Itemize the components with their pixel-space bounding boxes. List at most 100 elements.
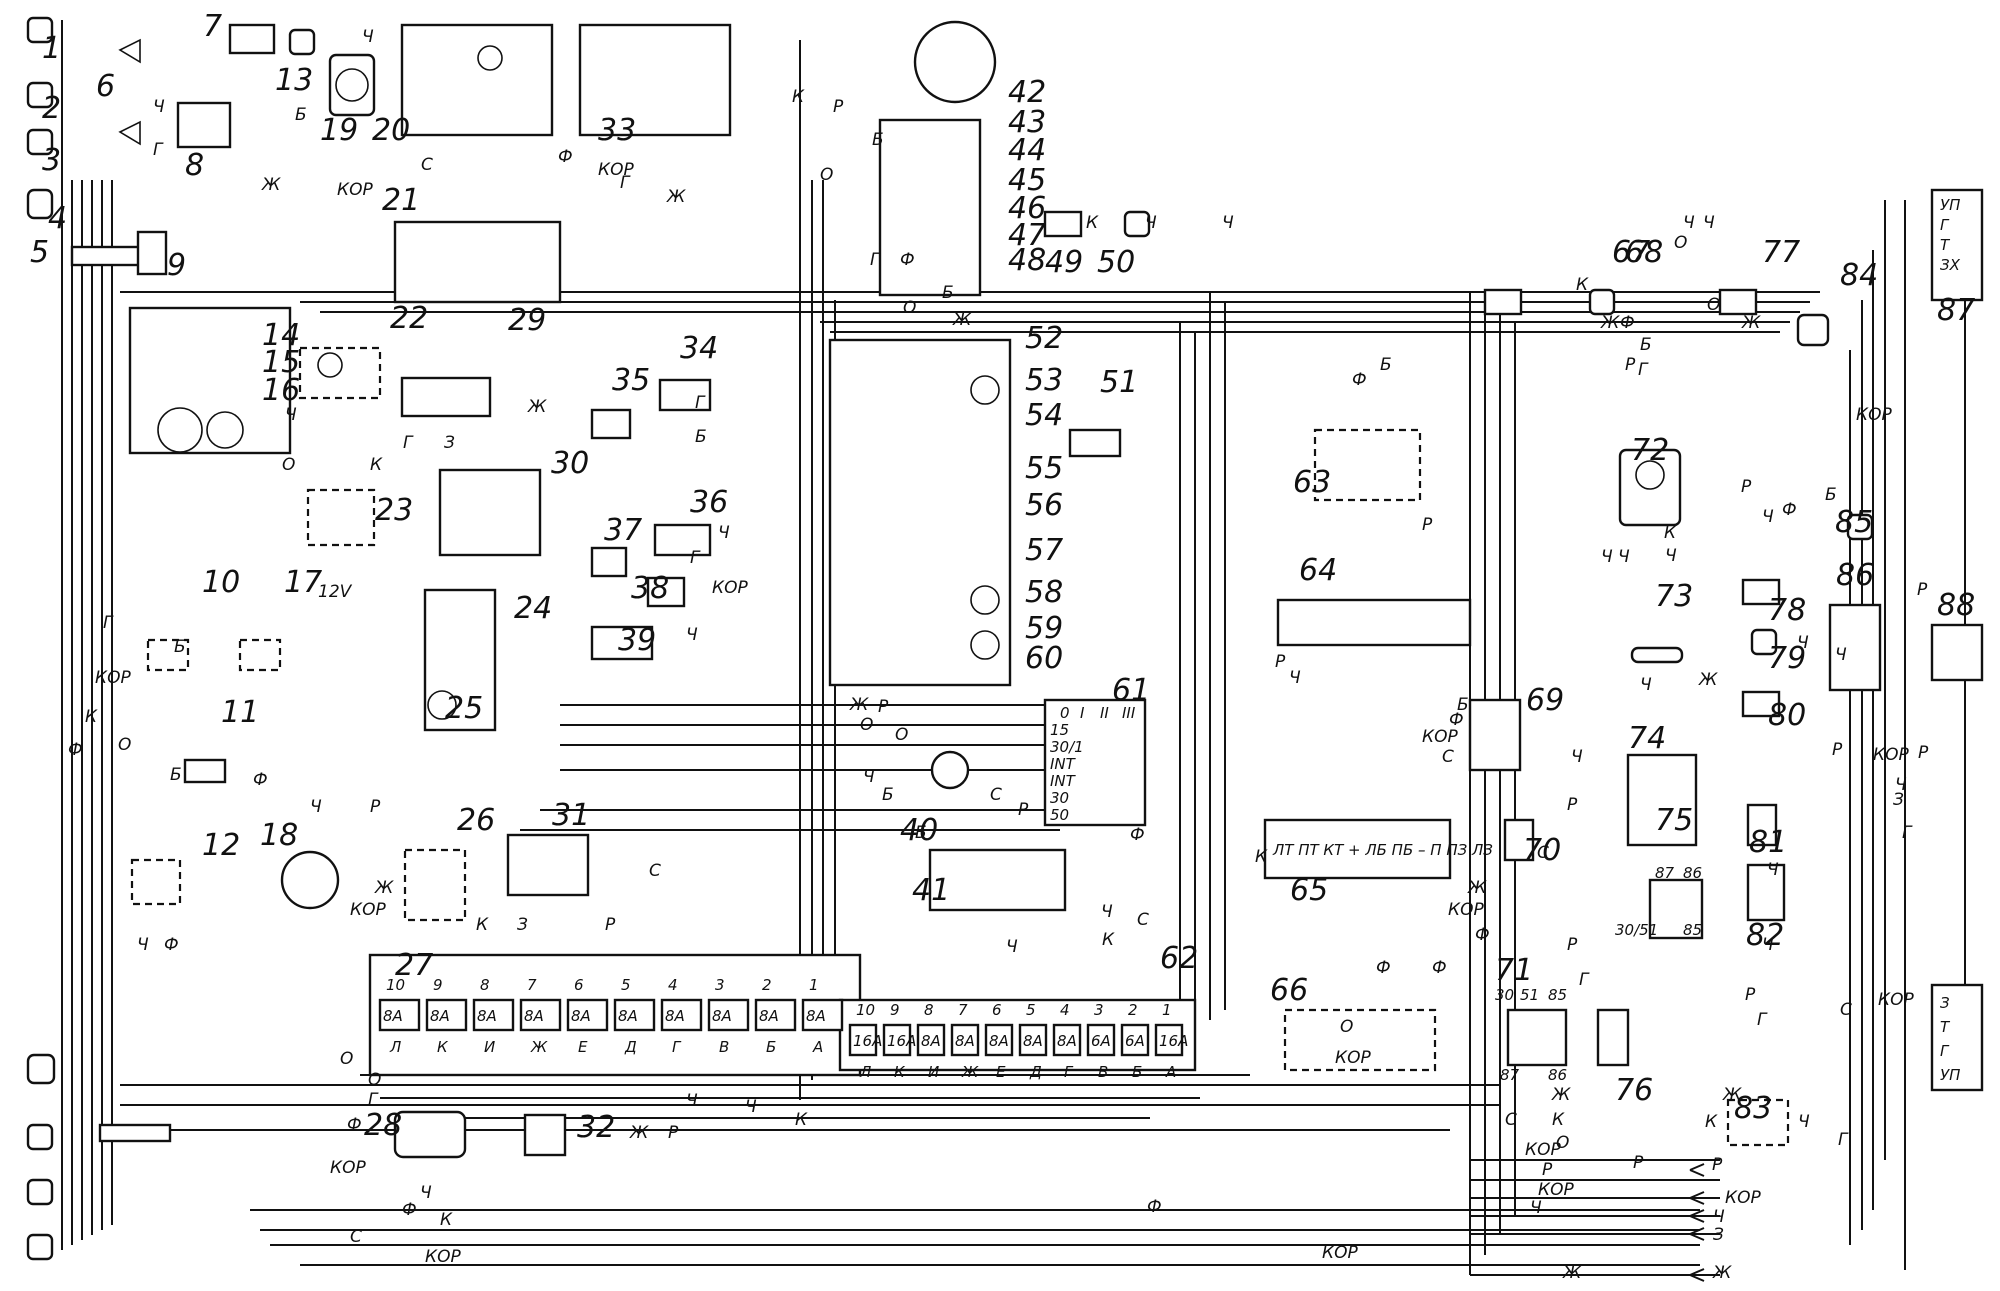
wire-color-label: Г	[1638, 360, 1649, 380]
wire-color-label: Ф	[1432, 958, 1447, 978]
connector-pin: Г	[1940, 216, 1950, 234]
wire-color-label: О	[1340, 1017, 1353, 1037]
connector-bottom-right-labels: З Т Г УП	[1940, 994, 1960, 1084]
wire-color-label: КОР	[425, 1247, 461, 1267]
wire-color-label: О	[903, 298, 916, 318]
component-number: 71	[1495, 953, 1533, 988]
wire-color-label: Ф	[1130, 825, 1145, 845]
wire-color-label: К	[1102, 930, 1115, 950]
component-number: 61	[1112, 673, 1150, 708]
wire-color-label: Ж	[629, 1123, 649, 1143]
wire-color-label: Ф	[347, 1115, 362, 1135]
component-number: 7	[203, 9, 222, 44]
fuse-rating: 8A	[989, 1032, 1009, 1050]
wire-color-label: Б	[915, 823, 927, 843]
wire-color-label: Ч	[153, 97, 165, 117]
component-number: 68	[1625, 235, 1663, 270]
wire-color-label: Ч	[420, 1183, 432, 1203]
fuse-pin-number: 5	[1026, 1001, 1036, 1019]
wire-color-label: К	[1576, 275, 1589, 295]
wire-color-label: КОР	[95, 668, 131, 688]
switch-61-terminal: 15	[1050, 721, 1069, 739]
fuse-rating: 6A	[1091, 1032, 1111, 1050]
wire-color-label: Г	[870, 250, 881, 270]
fuse-pin-number: 1	[809, 976, 819, 994]
component-number: 41	[912, 873, 950, 908]
wire-color-label: Б	[1380, 355, 1392, 375]
component-number: 42	[1008, 75, 1046, 110]
connector-pin: ЗХ	[1940, 256, 1961, 274]
component-number: 14	[262, 318, 300, 353]
component-number: 37	[604, 513, 642, 548]
wire-color-label: Ж	[1741, 313, 1761, 333]
wire-color-label: Ф	[900, 250, 915, 270]
component-number: 57	[1025, 533, 1063, 568]
fuse-terminal-letter: Д	[1029, 1063, 1042, 1081]
wire-color-label: Ч	[310, 797, 322, 817]
wire-color-label: К	[1552, 1110, 1565, 1130]
component-number: 3	[42, 143, 61, 178]
fuse-terminal-letter: Б	[1132, 1063, 1142, 1081]
component-number: 9	[167, 248, 186, 283]
wire-color-label: Б	[872, 130, 884, 150]
wire-color-label: Б	[695, 427, 707, 447]
wire-color-label: Р	[1917, 580, 1928, 600]
wire-color-label: Ф	[402, 1200, 417, 1220]
wire-color-label: Г	[403, 433, 414, 453]
wire-color-label: Ж	[1698, 670, 1718, 690]
component-number: 72	[1631, 433, 1669, 468]
wire-color-label: Р	[668, 1123, 679, 1143]
component-number: 82	[1746, 918, 1784, 953]
wire-color-label: КОР	[1538, 1180, 1574, 1200]
component-number: 80	[1768, 698, 1806, 733]
component-number: 28	[364, 1108, 402, 1143]
wire-color-label: Ж	[1712, 1263, 1732, 1283]
fuse-terminal-letter: А	[1165, 1063, 1176, 1081]
wire-color-label: КОР	[350, 900, 386, 920]
component-number: 77	[1762, 235, 1800, 270]
wire-color-label: Р	[1633, 1153, 1644, 1173]
component-number: 55	[1025, 451, 1063, 486]
fuse-box-labels: 108AЛ98AК88AИ78AЖ68AЕ58AД48AГ38AВ28AБ18A…	[378, 976, 1188, 1081]
wire-color-label: С	[990, 785, 1002, 805]
fuse-pin-number: 5	[621, 976, 631, 994]
fuse-rating: 8A	[571, 1007, 591, 1025]
fuse-rating: 8A	[665, 1007, 685, 1025]
component-number: 76	[1615, 1073, 1653, 1108]
wire-color-label: Р	[1018, 800, 1029, 820]
wire-color-label: КОР	[1335, 1048, 1371, 1068]
switch-61-pos: I	[1080, 704, 1085, 722]
component-number: 59	[1025, 611, 1063, 646]
wire-color-label: С	[421, 155, 433, 175]
wire-color-label: Ж	[1722, 1085, 1742, 1105]
wire-color-label: Ф	[1620, 313, 1635, 333]
fuse-pin-number: 3	[1094, 1001, 1104, 1019]
fuse	[1120, 1023, 1150, 1057]
wire-color-label: Р	[1832, 740, 1843, 760]
component-number: 44	[1008, 133, 1046, 168]
wire-color-label: Ч	[1683, 213, 1695, 233]
wire-color-label: Р	[605, 915, 616, 935]
fuse-rating: 16A	[1159, 1032, 1188, 1050]
fuse-terminal-letter: Л	[389, 1038, 401, 1056]
component-number: 48	[1008, 243, 1046, 278]
fuse-pin-number: 9	[433, 976, 443, 994]
wire-color-label: Р	[370, 797, 381, 817]
wire-color-label: С	[350, 1227, 362, 1247]
wire-color-label: Ф	[558, 147, 573, 167]
component-number: 29	[508, 303, 546, 338]
wire-color-label: О	[860, 715, 873, 735]
fuse	[848, 1023, 878, 1057]
wire-color-label: Б	[295, 105, 307, 125]
wire-color-label: С	[1137, 910, 1149, 930]
component-number: 74	[1628, 721, 1666, 756]
component-number: 73	[1655, 579, 1693, 614]
wire-color-label: З	[444, 433, 455, 453]
component-number: 23	[375, 493, 413, 528]
wire-color-label: Ф	[1352, 370, 1367, 390]
wire-color-label: Ч	[1762, 507, 1774, 527]
wire-color-label: Ч	[1895, 775, 1907, 795]
wire-color-label: Б	[1457, 695, 1469, 715]
wire-color-label: С	[649, 861, 661, 881]
